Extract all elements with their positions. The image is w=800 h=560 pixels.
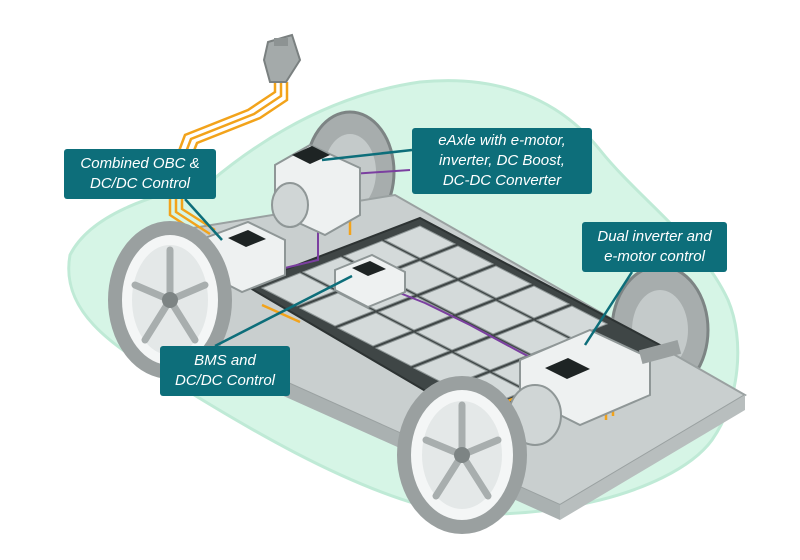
callout-leader-lines (184, 148, 634, 348)
eaxle-leader (321, 148, 413, 162)
rear-near-wheel (108, 221, 232, 379)
callout-eaxle-line3: DC-DC Converter (442, 172, 562, 189)
callout-obc-line1: Combined OBC & (80, 155, 200, 172)
charging-plug-icon (262, 33, 302, 83)
callout-dual-inverter: Dual inverter and e-motor control (582, 222, 727, 272)
eaxle-unit (271, 143, 361, 237)
dual-leader (583, 271, 634, 346)
bms-unit (334, 253, 406, 309)
callout-eaxle: eAxle with e-motor, inverter, DC Boost, … (412, 128, 592, 194)
obc-leader (184, 198, 223, 241)
front-near-wheel (397, 376, 527, 534)
chip-icon (352, 261, 386, 276)
callout-combined-obc: Combined OBC & DC/DC Control (64, 149, 216, 199)
callout-dual-line2: e-motor control (604, 248, 705, 265)
callout-eaxle-line1: eAxle with e-motor, (438, 132, 566, 149)
callout-bms-line2: DC/DC Control (174, 372, 276, 389)
callout-bms-line1: BMS and (194, 352, 256, 369)
bms-leader (214, 274, 353, 348)
callout-obc-line2: DC/DC Control (89, 175, 191, 192)
dual-inverter-unit (508, 328, 682, 446)
callout-bms: BMS and DC/DC Control (160, 346, 290, 396)
chip-icon (545, 358, 590, 379)
callout-dual-line1: Dual inverter and (597, 228, 712, 245)
chip-icon (292, 146, 330, 164)
callout-eaxle-line2: inverter, DC Boost, (439, 152, 565, 169)
chip-icon (228, 230, 266, 247)
